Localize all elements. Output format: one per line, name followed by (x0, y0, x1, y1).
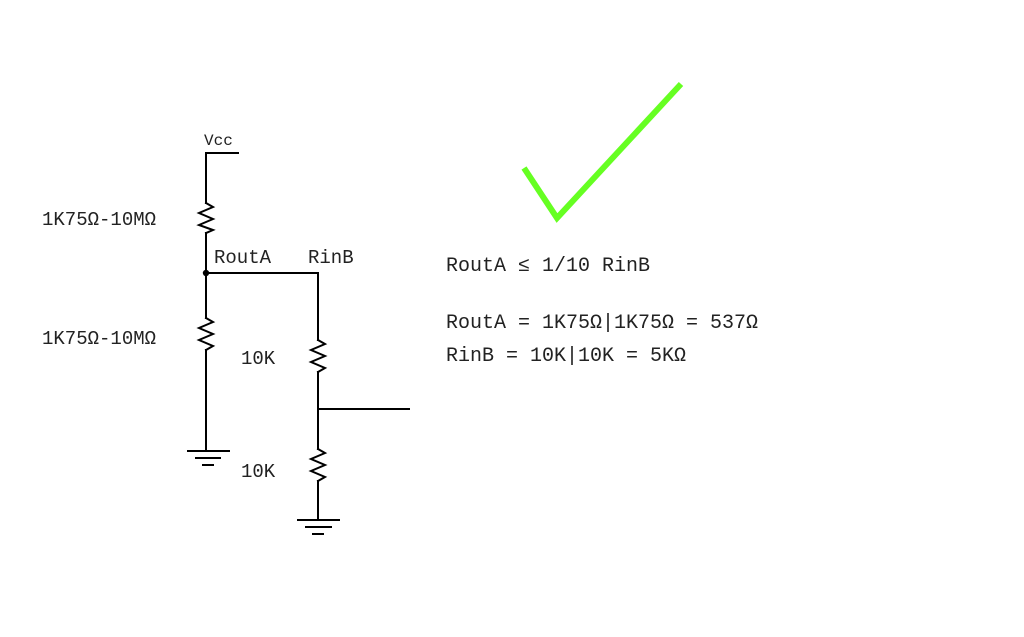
rin-b-label: RinB (308, 247, 354, 269)
rin-calc-equation: RinB = 10K|10K = 5KΩ (446, 345, 686, 368)
rout-calc-equation: RoutA = 1K75Ω|1K75Ω = 537Ω (446, 312, 758, 335)
ground-icon (187, 450, 230, 466)
resistor-10k-bottom-label: 10K (241, 461, 276, 483)
vcc-label: Vcc (204, 132, 233, 150)
resistor-10k-top-icon (308, 338, 328, 374)
resistor-bottom-label: 1K75Ω-10MΩ (42, 328, 156, 350)
resistor-top-label: 1K75Ω-10MΩ (42, 209, 156, 231)
resistor-top-icon (196, 201, 216, 235)
resistor-10k-top-label: 10K (241, 348, 276, 370)
resistor-10k-bottom-icon (308, 447, 328, 483)
wire-node-to-b (205, 272, 319, 341)
vcc-rail (205, 152, 239, 204)
rout-a-label: RoutA (214, 247, 272, 269)
ground-icon (297, 519, 340, 535)
resistor-bottom-icon (196, 316, 216, 352)
condition-equation: RoutA ≤ 1/10 RinB (446, 255, 650, 278)
checkmark-icon (521, 81, 684, 223)
